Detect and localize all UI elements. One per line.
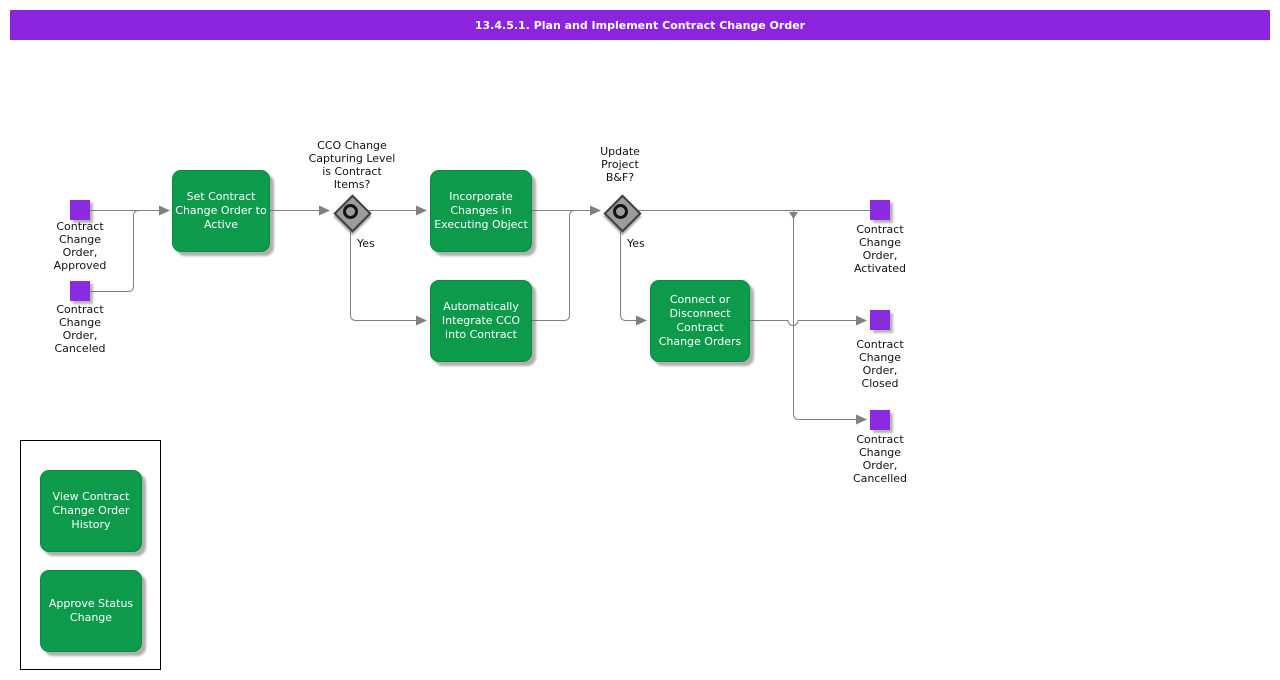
task-automatically-integrate-cco-into-contract[interactable]: Automatically Integrate CCO into Contrac… [430, 280, 532, 362]
gateway-yes-label: Yes [357, 237, 375, 250]
event-label: Contract Change Order, Canceled [54, 303, 106, 355]
arrowhead [319, 205, 330, 216]
arrowhead [856, 315, 867, 326]
task-set-contract-change-order-to-active[interactable]: Set Contract Change Order to Active [172, 170, 270, 252]
arrowhead [416, 315, 427, 326]
event-contract-change-order-canceled[interactable] [70, 281, 90, 301]
arrowhead [159, 205, 170, 216]
arrowhead [636, 315, 647, 326]
event-contract-change-order-approved[interactable] [70, 200, 90, 220]
connector [620, 227, 636, 321]
event-label: Contract Change Order, Cancelled [852, 433, 908, 485]
event-label: Contract Change Order, Activated [853, 223, 907, 275]
event-label: Contract Change Order, Closed [856, 338, 904, 390]
connector-with-hop [748, 320, 856, 326]
gateway-yes-label: Yes [627, 237, 645, 250]
arrowhead [856, 414, 867, 425]
event-label: Contract Change Order, Approved [53, 220, 107, 272]
arrowhead [416, 205, 427, 216]
connector [350, 227, 416, 321]
arrowhead-down [789, 212, 798, 219]
arrowhead [590, 205, 601, 216]
event-contract-change-order-closed[interactable] [870, 310, 890, 330]
title-bar: 13.4.5.1. Plan and Implement Contract Ch… [10, 10, 1270, 40]
connector [90, 210, 159, 292]
event-contract-change-order-cancelled[interactable] [870, 410, 890, 430]
gateway-circle-icon [343, 203, 358, 219]
connector [530, 210, 576, 321]
gateway-question-label: Update Project B&F? [600, 145, 640, 184]
task-connect-or-disconnect-contract-change-orders[interactable]: Connect or Disconnect Contract Change Or… [650, 280, 750, 362]
connector [793, 210, 856, 420]
gateway-question-label: CCO Change Capturing Level is Contract I… [308, 139, 396, 191]
task-view-contract-change-order-history[interactable]: View Contract Change Order History [40, 470, 142, 552]
task-approve-status-change[interactable]: Approve Status Change [40, 570, 142, 652]
gateway-circle-icon [613, 203, 628, 219]
event-contract-change-order-activated[interactable] [870, 200, 890, 220]
task-incorporate-changes-in-executing-object[interactable]: Incorporate Changes in Executing Object [430, 170, 532, 252]
